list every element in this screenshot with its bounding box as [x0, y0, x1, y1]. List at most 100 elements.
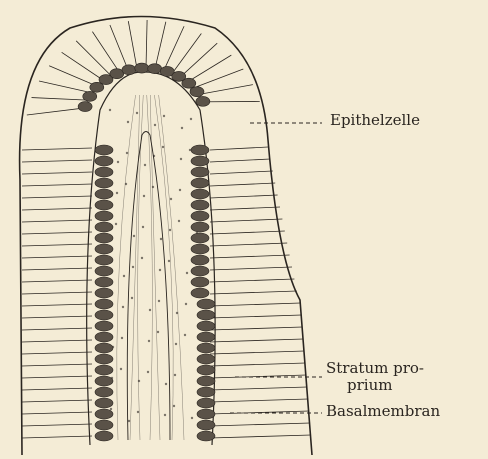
- stroma-cell-dot: [136, 112, 138, 114]
- epithelial-nucleus: [95, 376, 113, 386]
- stroma-cell-dot: [141, 257, 143, 259]
- epithelial-cell-border: [22, 316, 92, 318]
- stroma-cell-dot: [121, 337, 123, 339]
- epithelial-nucleus: [95, 288, 113, 298]
- stroma-cell-dot: [127, 121, 129, 123]
- epithelial-cell-border: [146, 20, 147, 70]
- stroma-cell-dot: [158, 300, 160, 302]
- stroma-cell-dot: [160, 238, 162, 240]
- epithelial-nucleus: [122, 65, 136, 75]
- stroma-cell-dot: [179, 189, 181, 191]
- stroma-cell-dot: [143, 195, 145, 197]
- epithelial-cell-border: [22, 172, 92, 174]
- epithelial-cell-border: [210, 387, 307, 390]
- epithelial-nucleus: [191, 244, 209, 254]
- stroma-cell-dot: [157, 331, 159, 333]
- epithelial-cell-border: [210, 315, 301, 318]
- stroma-cell-dot: [116, 192, 118, 194]
- epithelial-nucleus: [197, 431, 215, 441]
- epithelial-nucleus: [95, 398, 113, 408]
- epithelial-cell-border: [22, 244, 92, 246]
- epithelial-nucleus: [95, 343, 113, 353]
- epithelial-cell-border: [22, 328, 92, 330]
- epithelial-nucleus: [197, 332, 215, 342]
- epithelial-cell-border: [22, 412, 92, 414]
- epithelial-cell-border: [22, 220, 92, 222]
- epithelial-cell-border: [210, 279, 294, 282]
- epithelial-cell-border: [22, 304, 92, 306]
- epithelial-nucleus: [83, 91, 97, 101]
- epithelial-nucleus: [197, 420, 215, 430]
- stroma-cell-dot: [159, 269, 161, 271]
- epithelial-nucleus: [197, 354, 215, 364]
- epithelial-nucleus: [95, 321, 113, 331]
- epithelial-nucleus: [135, 63, 149, 73]
- epithelial-cell-border: [22, 400, 92, 402]
- epithelial-nucleus: [95, 332, 113, 342]
- epithelial-cell-border: [128, 21, 137, 70]
- label-stratum-line1: Stratum pro-: [326, 360, 424, 377]
- epithelial-nucleus: [95, 266, 113, 276]
- epithelial-cell-border: [22, 292, 92, 294]
- epithelial-nucleus: [197, 409, 215, 419]
- epithelial-nucleus: [95, 222, 113, 232]
- stroma-cell-dot: [178, 220, 180, 222]
- epithelial-nucleus: [95, 189, 113, 199]
- stroma-cell-dot: [138, 380, 140, 382]
- epithelial-cell-border: [210, 267, 292, 270]
- epithelial-cell-border: [210, 231, 285, 234]
- stroma-cell-dot: [176, 312, 178, 314]
- stroma-cell-dot: [137, 411, 139, 413]
- stroma-cell-dot: [165, 383, 167, 385]
- epithelial-nucleus: [191, 200, 209, 210]
- stroma-cell-dot: [142, 226, 144, 228]
- epithelial-cell-border: [22, 184, 92, 186]
- epithelial-cell-border: [210, 219, 282, 222]
- stroma-cell-dot: [132, 266, 134, 268]
- epithelial-nucleus: [191, 178, 209, 188]
- epithelial-nucleus: [191, 189, 209, 199]
- epithelial-cell-border: [22, 436, 92, 438]
- stroma-cell-dot: [126, 152, 128, 154]
- epithelial-nucleus: [95, 420, 113, 430]
- epithelial-cell-border: [190, 69, 243, 89]
- epithelial-nucleus: [78, 102, 92, 112]
- epithelial-cell-border: [171, 33, 202, 75]
- stroma-cell-dot: [191, 417, 193, 419]
- stroma-fiber: [130, 95, 140, 440]
- epithelial-cell-border: [92, 32, 120, 75]
- epithelial-nucleus: [95, 310, 113, 320]
- epithelial-nucleus: [191, 211, 209, 221]
- stroma-cell-dot: [169, 229, 171, 231]
- epithelial-nucleus: [191, 167, 209, 177]
- epithelial-nucleus: [182, 78, 196, 88]
- epithelial-nucleus: [191, 288, 209, 298]
- epithelial-nucleus: [197, 310, 215, 320]
- epithelial-nucleus: [95, 354, 113, 364]
- epithelial-nucleus: [197, 343, 215, 353]
- epithelial-cell-border: [210, 423, 310, 426]
- epithelial-cell-border: [22, 256, 92, 258]
- epithelial-cell-border: [22, 340, 92, 342]
- epithelial-nucleus: [95, 299, 113, 309]
- stroma-cell-dot: [115, 223, 117, 225]
- epithelial-cell-border: [22, 280, 92, 282]
- stroma-cell-dot: [184, 334, 186, 336]
- epithelial-cell-border: [210, 363, 305, 366]
- stroma-cell-dot: [128, 420, 130, 422]
- epithelial-cell-border: [210, 291, 297, 294]
- stroma-cell-dot: [133, 235, 135, 237]
- epithelial-cell-border: [210, 255, 290, 258]
- epithelial-cell-border: [22, 268, 92, 270]
- epithelial-nucleus: [95, 156, 113, 166]
- epithelial-nucleus: [190, 87, 204, 97]
- stroma-cell-dot: [185, 303, 187, 305]
- epithelial-cell-border: [22, 232, 92, 234]
- epithelial-cell-border: [210, 327, 302, 330]
- epithelial-cell-border: [210, 147, 268, 150]
- epithelial-cell-border: [210, 171, 273, 174]
- epithelial-nucleus: [191, 145, 209, 155]
- epithelial-nucleus: [197, 387, 215, 397]
